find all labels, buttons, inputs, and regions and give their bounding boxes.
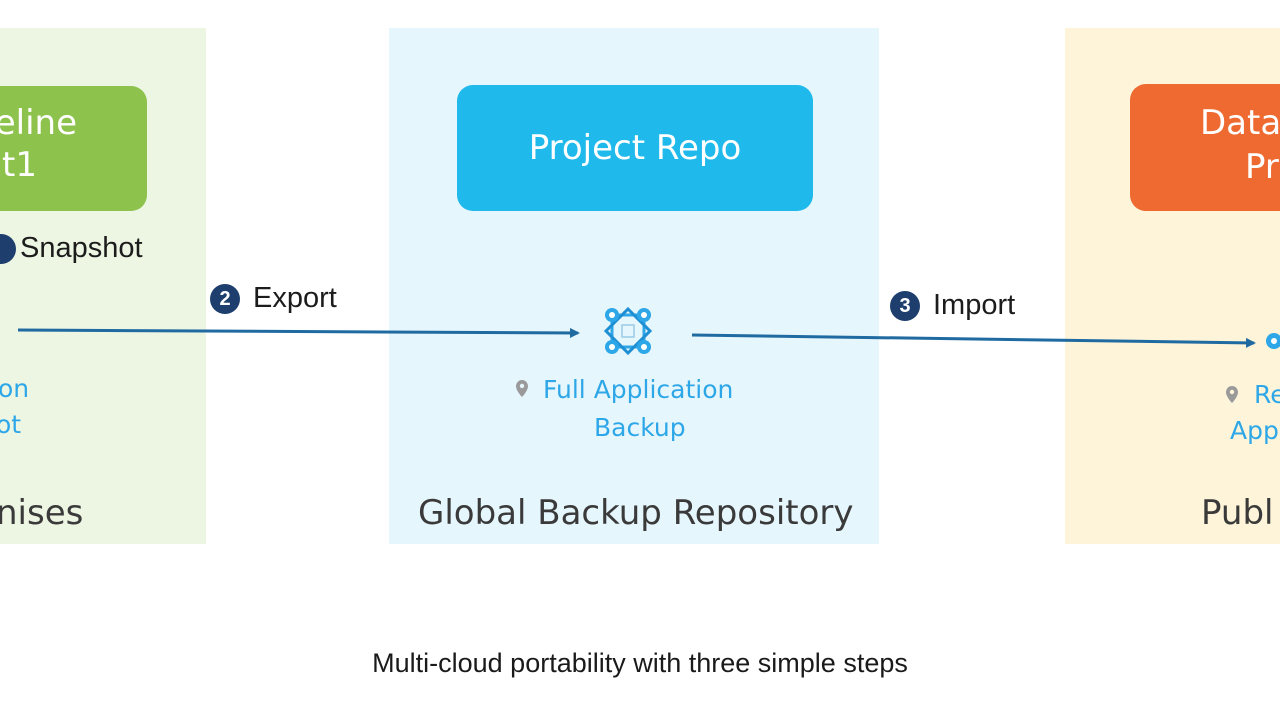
location-pin-icon xyxy=(516,380,528,397)
right-item-line2: App xyxy=(1230,416,1279,445)
pipeline-project-box: eline ct1 xyxy=(0,86,147,211)
export-step-label: Export xyxy=(253,282,337,314)
right-item-line1: Re xyxy=(1254,380,1280,409)
data-project-box: Data Pr xyxy=(1130,84,1280,211)
center-panel-title: Global Backup Repository xyxy=(418,493,854,533)
data-box-line2: Pr xyxy=(1245,147,1279,187)
left-panel-title: nises xyxy=(0,493,84,533)
network-backup-icon xyxy=(603,306,653,356)
pipeline-box-line2: ct1 xyxy=(0,145,37,185)
project-repo-label: Project Repo xyxy=(528,128,742,168)
export-arrow xyxy=(17,327,580,338)
import-arrow xyxy=(691,333,1256,348)
left-item-line1: on xyxy=(0,374,30,403)
right-panel-title: Publ xyxy=(1201,493,1274,533)
project-repo-box: Project Repo xyxy=(457,85,813,211)
step-3-badge: 3 xyxy=(890,291,920,321)
snapshot-step-label: Snapshot xyxy=(20,232,143,264)
full-application-line2: Backup xyxy=(594,413,686,442)
left-item-line2: ot xyxy=(0,410,22,439)
pipeline-box-line1: eline xyxy=(0,103,77,143)
step-1-badge xyxy=(0,234,16,264)
import-step-label: Import xyxy=(933,289,1016,321)
step-2-badge: 2 xyxy=(210,284,240,314)
diagram-caption: Multi-cloud portability with three simpl… xyxy=(372,648,908,678)
network-restore-icon xyxy=(1266,333,1280,349)
location-pin-icon xyxy=(1226,386,1238,403)
full-application-line1: Full Application xyxy=(543,375,734,404)
data-box-line1: Data xyxy=(1200,103,1280,143)
